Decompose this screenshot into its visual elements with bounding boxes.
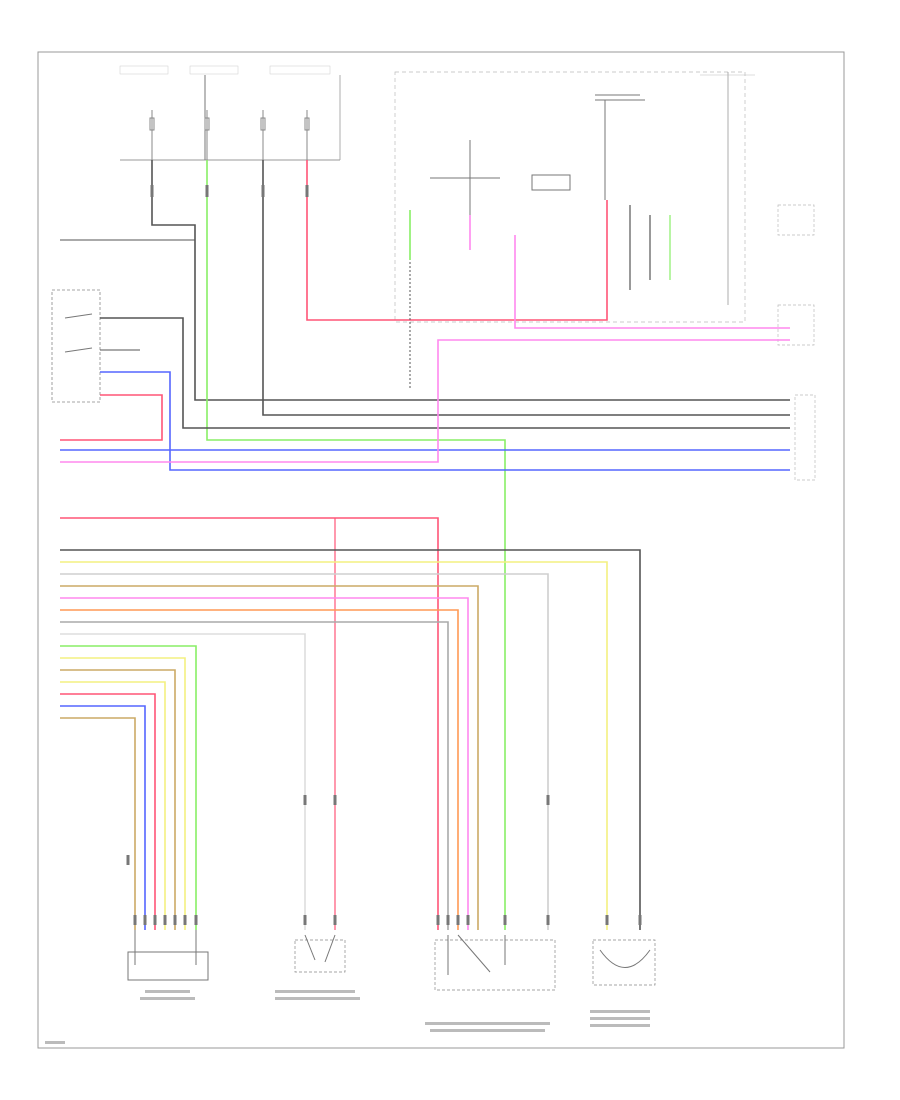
fuse-1 xyxy=(149,110,155,160)
wire-tan-3 xyxy=(60,717,136,930)
fuse-3 xyxy=(260,110,266,160)
wire-red-2 xyxy=(60,394,163,441)
switch-assembly xyxy=(51,289,101,403)
connector-right-2 xyxy=(777,304,815,346)
wire-pink-4 xyxy=(60,597,469,930)
label-marks xyxy=(45,990,650,1044)
wire-red-1 xyxy=(306,160,608,321)
park-neutral-position-switch xyxy=(434,934,556,991)
wire-white-2 xyxy=(60,633,306,930)
wire-black-4 xyxy=(60,549,641,930)
relay-box xyxy=(531,174,571,191)
wire-blue-1 xyxy=(100,371,790,471)
wire-yellow-2 xyxy=(60,657,186,930)
wire-red-5 xyxy=(60,693,156,930)
wire-green-1 xyxy=(206,160,506,930)
wire-green-3 xyxy=(60,645,197,930)
fuse-2 xyxy=(204,110,210,160)
wire-yellow-3 xyxy=(60,681,166,930)
wire-tan-2 xyxy=(60,669,176,930)
wire-black-3 xyxy=(100,317,790,429)
diagram-frame xyxy=(37,51,845,1049)
wiring-harness xyxy=(60,160,790,930)
throttle-position-sensor xyxy=(127,930,209,981)
connector-right-3 xyxy=(794,394,816,481)
wire-red-3 xyxy=(60,517,439,930)
control-module-boundary xyxy=(394,71,746,323)
transmission-mode-switch xyxy=(294,934,346,973)
connector-right-1 xyxy=(777,204,815,236)
fuse-4 xyxy=(304,110,310,160)
wire-pink-2 xyxy=(514,235,790,329)
wire-blue-3 xyxy=(60,705,146,930)
transmission-revolution-sensor xyxy=(592,939,656,986)
wire-white-1 xyxy=(60,573,549,930)
connector-ticks xyxy=(126,185,642,925)
wire-gray-1 xyxy=(60,621,449,930)
fuse-block-top xyxy=(119,65,341,161)
wire-black-1 xyxy=(151,160,790,401)
wire-orange-1 xyxy=(60,609,459,930)
wire-black-2 xyxy=(262,160,790,416)
wire-tan-1 xyxy=(60,585,479,930)
wire-pink-1 xyxy=(60,339,790,463)
wire-yellow-1 xyxy=(60,561,608,930)
